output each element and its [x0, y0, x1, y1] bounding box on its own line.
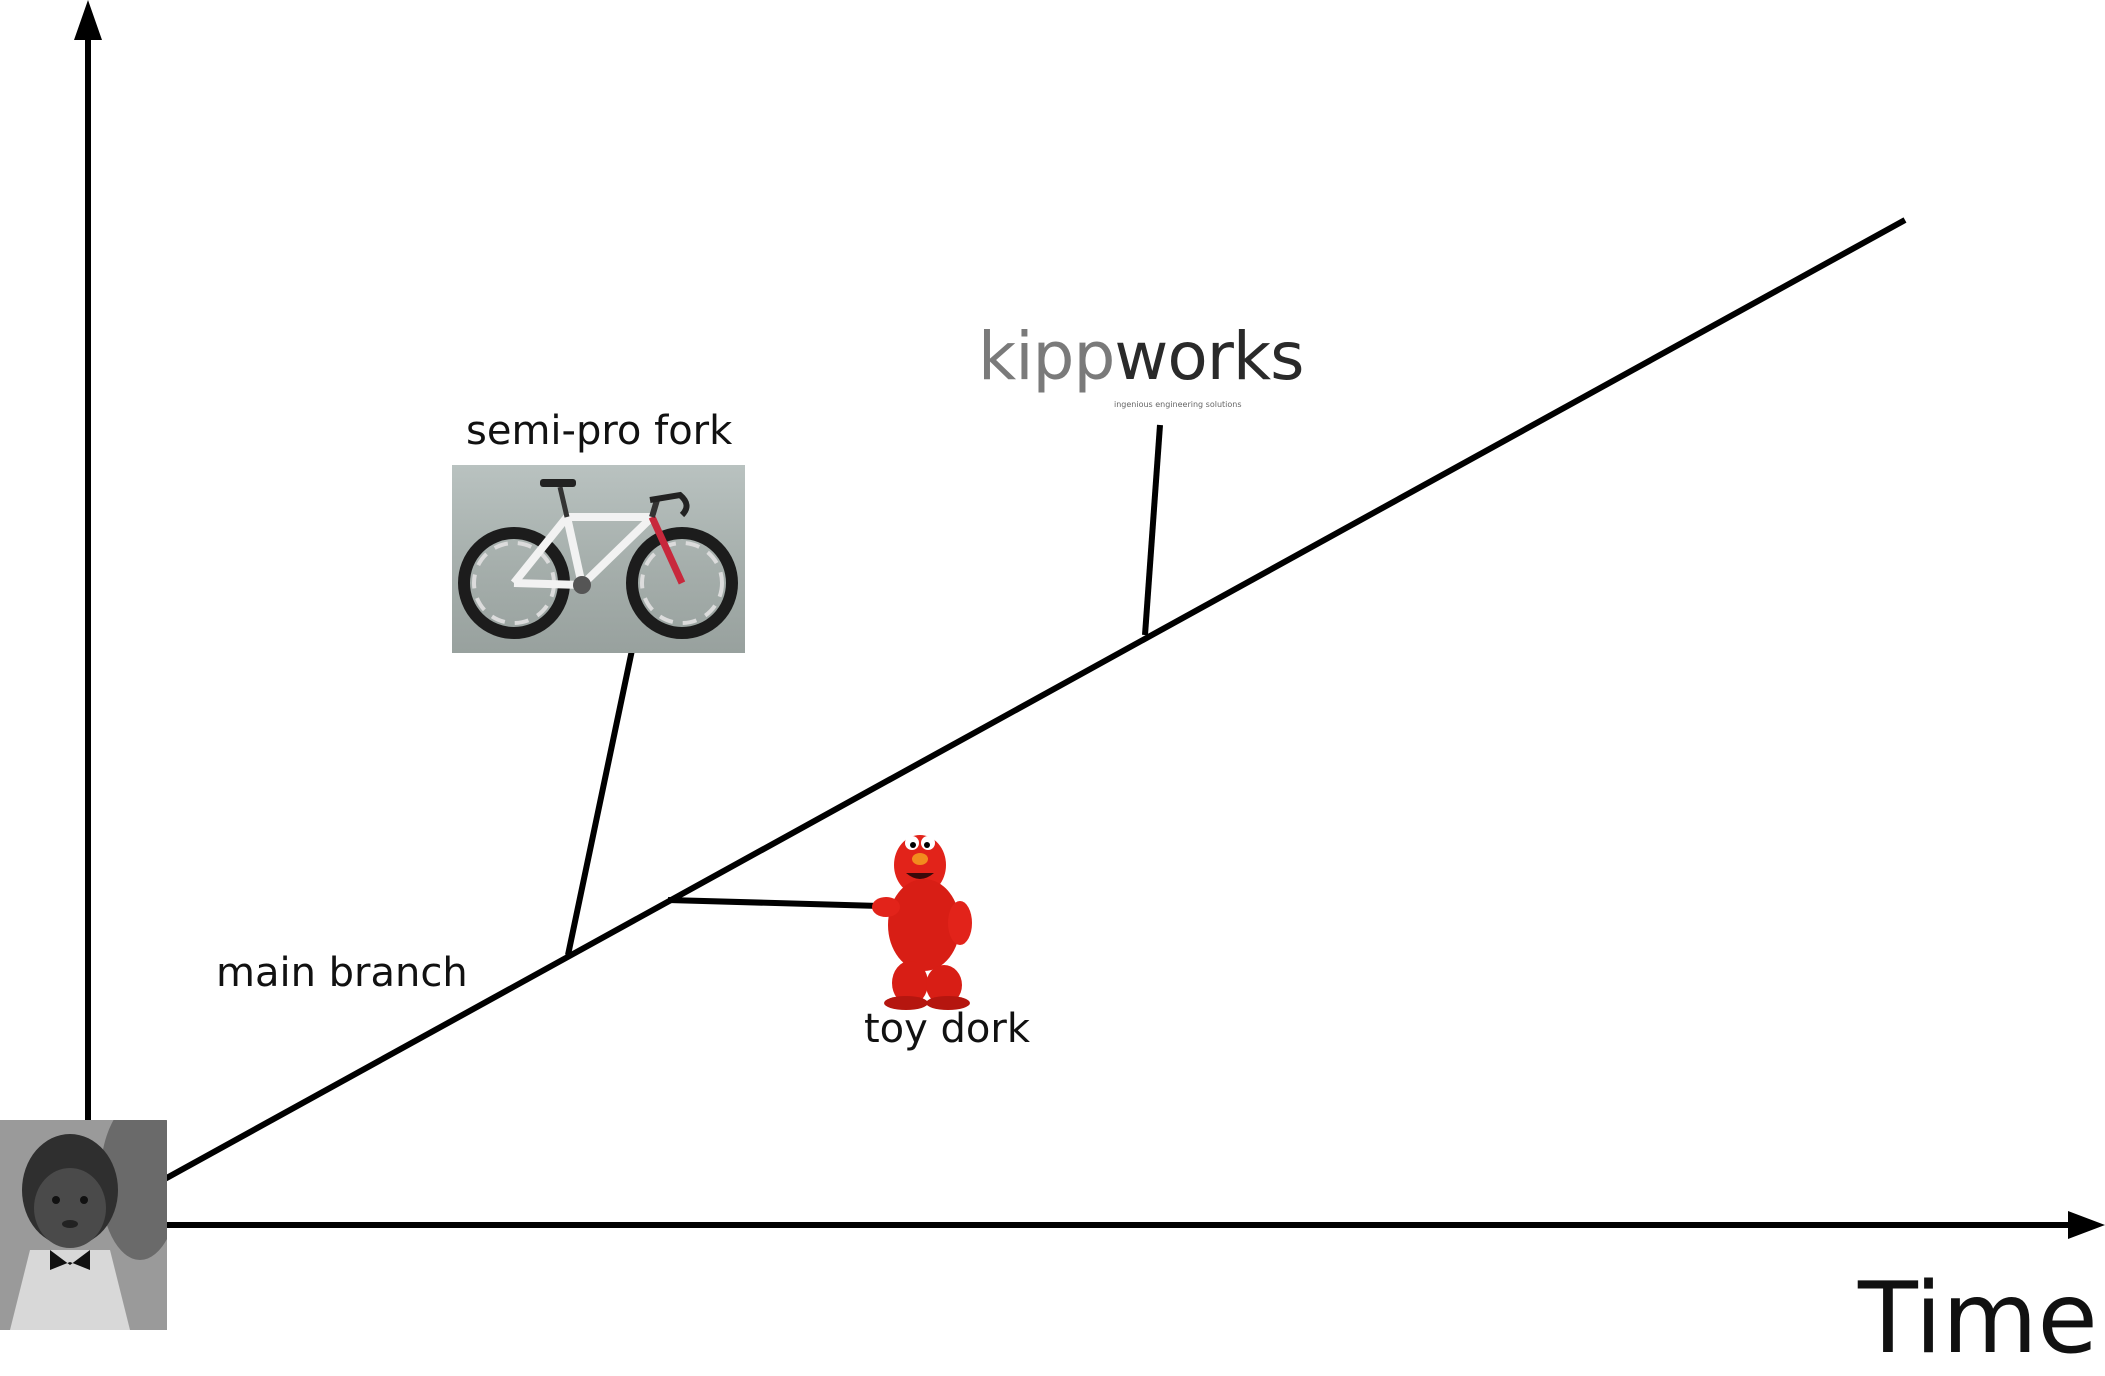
toy-dork-branch — [667, 897, 881, 909]
elmo-toy — [872, 825, 982, 1010]
kippworks-logo-wordmark: kippworks — [978, 318, 1304, 395]
semi-pro-fork-label: semi-pro fork — [466, 408, 733, 454]
x-axis-arrowhead — [2068, 1211, 2105, 1239]
kippworks-logo-light: kipp — [978, 318, 1115, 395]
baby-icon — [0, 1120, 167, 1330]
kippworks-logo-dark: works — [1114, 318, 1304, 395]
kippworks-branch — [1142, 424, 1163, 636]
main-branch-label: main branch — [216, 950, 468, 996]
time-axis-label: Time — [1858, 1262, 2098, 1376]
main-branch-line — [161, 217, 1907, 1183]
bicycle-icon — [458, 479, 738, 639]
semi-pro-fork-branch — [565, 649, 635, 956]
toy-dork-label: toy dork — [864, 1006, 1031, 1052]
baby-photo — [0, 1120, 167, 1330]
kippworks-logo-tagline: ingenious engineering solutions — [1114, 400, 1242, 409]
kippworks-logo: kippworks ingenious engineering solution… — [978, 318, 1318, 418]
red-plush-toy-icon — [872, 835, 972, 1010]
y-axis-arrowhead — [74, 0, 102, 40]
bike-photo — [452, 465, 745, 653]
